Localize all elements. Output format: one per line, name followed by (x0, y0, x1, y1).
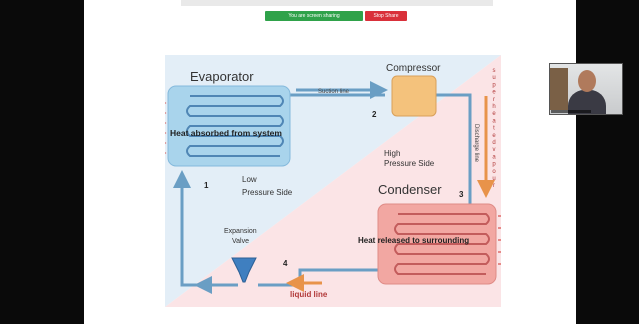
refrigeration-cycle-diagram: Evaporator Compressor Suction line Heat … (165, 55, 501, 307)
evaporator-title: Evaporator (190, 69, 254, 84)
participant-name-tag (551, 110, 591, 113)
participant-head (578, 70, 596, 92)
screen-share-toolbar (181, 0, 493, 6)
superheated-vapour-letter: a (492, 118, 496, 124)
high-pressure-line1: High (384, 149, 400, 158)
evaporator-coil (186, 95, 284, 157)
superheated-vapour-letter: d (492, 140, 495, 146)
superheated-vapour-letter: p (492, 82, 496, 88)
superheated-vapour-letter: a (492, 154, 496, 160)
expansion-valve-line2: Valve (232, 238, 249, 245)
low-pressure-line1: Low (242, 175, 257, 184)
sharing-status-text: You are screen sharing (288, 13, 340, 19)
superheated-vapour-letter: r (493, 97, 495, 103)
discharge-line-label: Discharge line (473, 124, 479, 163)
superheated-vapour-letter: u (492, 75, 495, 81)
point-2-label: 2 (372, 110, 377, 119)
superheated-vapour-letter: s (493, 68, 496, 74)
suction-line-label: Suction line (318, 89, 350, 95)
superheated-vapour-letter: e (492, 111, 496, 117)
superheated-vapour-letter: h (492, 104, 495, 110)
condenser-coil (394, 213, 490, 275)
heat-absorbed-label: Heat absorbed from system (170, 128, 282, 138)
right-letterbox (576, 0, 639, 324)
superheated-vapour-letter: t (493, 126, 495, 132)
point-4-label: 4 (283, 259, 288, 268)
superheated-vapour-letter: v (493, 147, 496, 153)
superheated-vapour-letter: u (492, 176, 495, 182)
superheated-vapour-letter: e (492, 90, 496, 96)
expansion-valve-line1: Expansion (224, 228, 257, 235)
low-pressure-line2: Pressure Side (242, 188, 293, 197)
screen-sharing-status: You are screen sharing (265, 11, 363, 21)
liquid-line-label: liquid line (290, 290, 328, 299)
compressor-box (391, 75, 437, 117)
condenser-title: Condenser (378, 182, 442, 197)
stop-share-button[interactable]: Stop Share (365, 11, 407, 21)
point-3-label: 3 (459, 190, 464, 199)
superheated-vapour-letter: p (492, 162, 496, 168)
superheated-vapour-letter: o (492, 169, 496, 175)
left-letterbox (0, 0, 84, 324)
compressor-title: Compressor (386, 63, 441, 74)
high-pressure-line2: Pressure Side (384, 159, 435, 168)
superheated-vapour-letter: r (493, 183, 495, 189)
stop-share-label: Stop Share (373, 13, 399, 19)
point-1-label: 1 (204, 181, 209, 190)
participant-video-thumbnail[interactable] (549, 63, 623, 115)
video-shelf (550, 68, 568, 110)
expansion-valve-icon (231, 257, 257, 283)
superheated-vapour-letter: e (492, 133, 496, 139)
heat-released-label: Heat released to surrounding (358, 236, 469, 245)
